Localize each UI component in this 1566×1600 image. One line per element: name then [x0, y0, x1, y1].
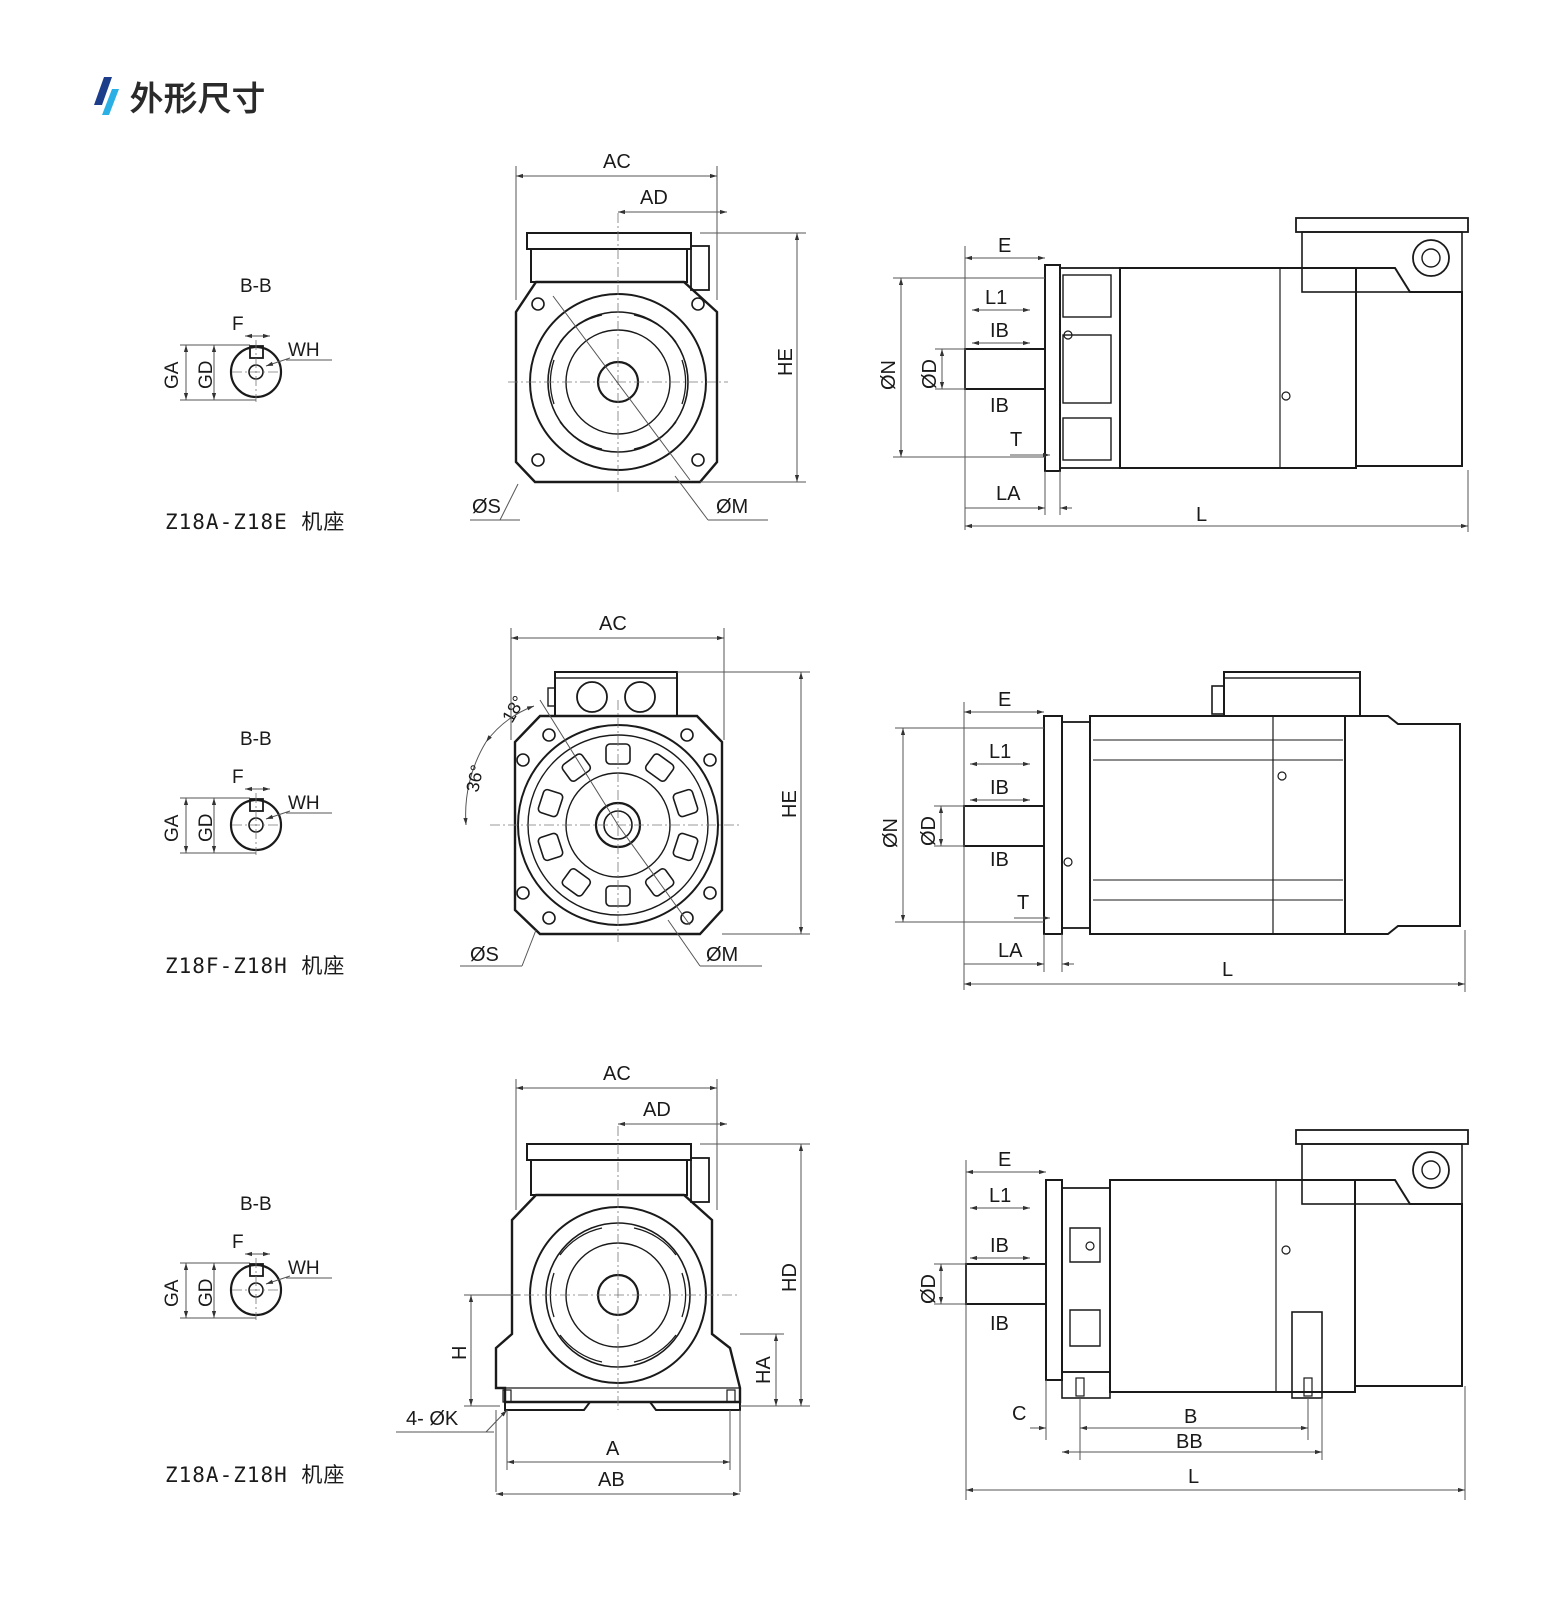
- gd-label: GD: [196, 1279, 217, 1308]
- ga-label: GA: [162, 1279, 183, 1307]
- section-title: 外形尺寸: [130, 79, 266, 118]
- front-view-2: 18° 36° AC HE ØS ØM: [460, 613, 810, 967]
- rotor-pocket: [561, 868, 592, 897]
- f-label: F: [232, 1232, 244, 1253]
- l-label: L: [1222, 959, 1233, 981]
- e-label: E: [998, 689, 1011, 711]
- c-label: C: [1012, 1403, 1026, 1425]
- l-label: L: [1188, 1466, 1199, 1488]
- caption-z18f-z18h: Z18F-Z18H 机座: [165, 954, 346, 978]
- t-label: T: [1017, 892, 1029, 914]
- ga-label: GA: [162, 361, 183, 389]
- ib-top-label: IB: [990, 1235, 1009, 1257]
- he-label: HE: [775, 348, 797, 376]
- bb-dim-label: BB: [1176, 1431, 1203, 1453]
- side-view-2: E L1 IB IB ØN ØD T LA L: [880, 671, 1466, 992]
- hd-label: HD: [779, 1263, 801, 1292]
- angle-18-label: 18°: [498, 692, 529, 726]
- bb-section-3: B-B F WH GA GD: [162, 1194, 332, 1320]
- h-label: H: [449, 1346, 471, 1360]
- he-label: HE: [779, 790, 801, 818]
- wh-label: WH: [288, 340, 320, 361]
- m-label: ØM: [706, 944, 738, 966]
- n-label: ØN: [878, 360, 900, 390]
- ha-label: HA: [753, 1356, 775, 1384]
- la-label: LA: [998, 940, 1023, 962]
- caption-z18a-z18e: Z18A-Z18E 机座: [165, 510, 346, 534]
- s-label: ØS: [470, 944, 499, 966]
- m-label: ØM: [716, 496, 748, 518]
- side-view-1: E L1 IB IB ØN ØD T LA L: [878, 217, 1469, 532]
- s-label: ØS: [472, 496, 501, 518]
- angle-36-label: 36°: [462, 763, 487, 794]
- ib-top-label: IB: [990, 777, 1009, 799]
- ad-label: AD: [640, 187, 668, 209]
- rotor-pocket: [561, 753, 592, 782]
- wh-label: WH: [288, 793, 320, 814]
- bb-label: B-B: [240, 729, 272, 750]
- l1-label: L1: [989, 1185, 1011, 1207]
- bb-section-2: B-B F WH GA GD: [162, 729, 332, 855]
- la-label: LA: [996, 483, 1021, 505]
- section-header: 外形尺寸: [92, 72, 266, 120]
- front-view-3: AC AD HD HA H 4- ØK A AB: [396, 1063, 810, 1497]
- brand-slash-icon: [94, 77, 119, 115]
- ac-label: AC: [603, 151, 631, 173]
- rotor-pocket: [537, 788, 564, 818]
- a-label: A: [606, 1438, 620, 1460]
- gd-label: GD: [196, 814, 217, 843]
- side-view-3: E L1 IB IB ØD C B BB L: [918, 1129, 1469, 1500]
- rotor-pocket: [672, 788, 699, 818]
- caption-z18a-z18h-foot: Z18A-Z18H 机座: [165, 1463, 346, 1487]
- ib-bottom-label: IB: [990, 395, 1009, 417]
- ib-bottom-label: IB: [990, 1313, 1009, 1335]
- d-label: ØD: [918, 1274, 940, 1304]
- ga-label: GA: [162, 814, 183, 842]
- ad-label: AD: [643, 1099, 671, 1121]
- ac-label: AC: [599, 613, 627, 635]
- rotor-pocket: [537, 832, 564, 862]
- f-label: F: [232, 767, 244, 788]
- bb-label: B-B: [240, 276, 272, 297]
- l1-label: L1: [989, 741, 1011, 763]
- d-label: ØD: [919, 359, 941, 389]
- n-label: ØN: [880, 818, 902, 848]
- wh-label: WH: [288, 1258, 320, 1279]
- l-label: L: [1196, 504, 1207, 526]
- k-label: 4- ØK: [406, 1408, 459, 1430]
- e-label: E: [998, 235, 1011, 257]
- ib-top-label: IB: [990, 320, 1009, 342]
- l1-label: L1: [985, 287, 1007, 309]
- rotor-pocket: [672, 832, 699, 862]
- front-view-1: AC AD HE ØS ØM: [470, 151, 806, 521]
- rotor-pocket: [644, 753, 675, 782]
- ac-label: AC: [603, 1063, 631, 1085]
- e-label: E: [998, 1149, 1011, 1171]
- b-label: B: [1184, 1406, 1197, 1428]
- f-label: F: [232, 314, 244, 335]
- bb-label: B-B: [240, 1194, 272, 1215]
- t-label: T: [1010, 429, 1022, 451]
- gd-label: GD: [196, 361, 217, 390]
- ib-bottom-label: IB: [990, 849, 1009, 871]
- d-label: ØD: [918, 816, 940, 846]
- ab-label: AB: [598, 1469, 625, 1491]
- bb-section-1: B-B F WH GA GD: [162, 276, 332, 402]
